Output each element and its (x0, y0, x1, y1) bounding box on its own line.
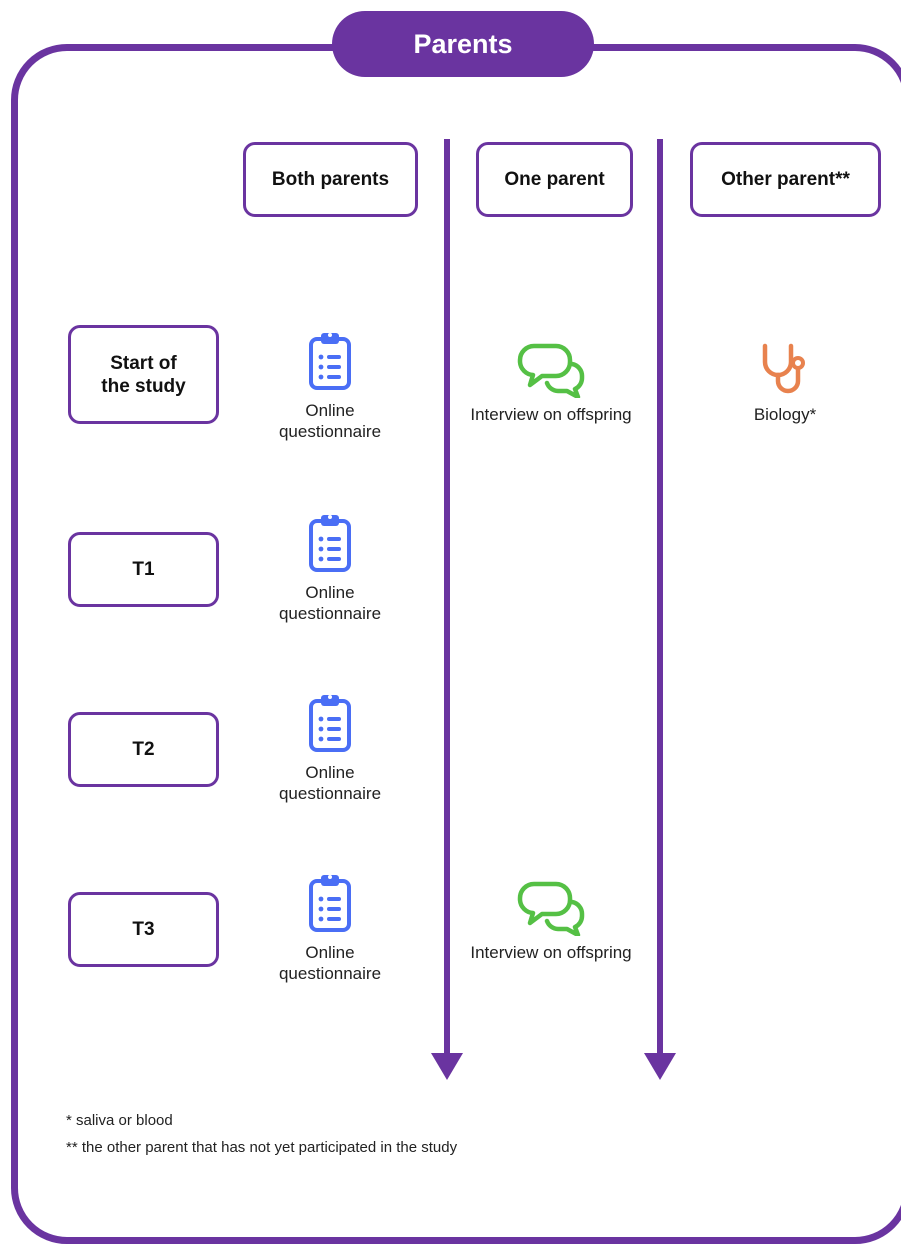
questionnaire-label: questionnaire (278, 422, 382, 441)
clipboard-icon (305, 512, 355, 574)
interview-t3: Interview on offspring (455, 880, 647, 963)
interview-label: Interview on offspring (470, 405, 632, 424)
row-header-start: Start of the study (68, 325, 219, 424)
chat-bubbles-icon (516, 342, 586, 398)
timeline-arrowhead-one-parent (644, 1053, 676, 1080)
clipboard-icon (305, 692, 355, 754)
stethoscope-icon (755, 342, 815, 398)
biology-label: Biology* (753, 405, 817, 424)
questionnaire-label: Online (305, 943, 355, 962)
questionnaire-label: Online (305, 763, 355, 782)
column-header-label: One parent (504, 168, 605, 190)
questionnaire-label: questionnaire (278, 604, 382, 623)
row-header-t1: T1 (68, 532, 219, 607)
row-header-t3: T3 (68, 892, 219, 967)
row-header-label: T2 (132, 739, 155, 760)
row-header-label: T1 (132, 559, 155, 580)
clipboard-icon (305, 872, 355, 934)
timeline-axis-one-parent (657, 139, 663, 1059)
footnote-saliva: * saliva or blood (66, 1112, 173, 1129)
row-header-label: T3 (132, 919, 155, 940)
questionnaire-label: Online (305, 583, 355, 602)
column-header-label: Both parents (271, 168, 390, 190)
questionnaire-t1: Online questionnaire (270, 512, 390, 624)
column-header-other-parent: Other parent** (690, 142, 881, 217)
questionnaire-label: questionnaire (278, 964, 382, 983)
row-header-label: the study (101, 375, 186, 397)
timeline-arrowhead-both-parents (431, 1053, 463, 1080)
clipboard-icon (305, 330, 355, 392)
row-header-label: Start of (110, 352, 177, 374)
chat-bubbles-icon (516, 880, 586, 936)
biology-start: Biology* (735, 342, 835, 425)
questionnaire-start: Online questionnaire (270, 330, 390, 442)
title-pill: Parents (332, 11, 594, 77)
interview-label: Interview on offspring (470, 943, 632, 962)
interview-start: Interview on offspring (455, 342, 647, 425)
column-header-both-parents: Both parents (243, 142, 418, 217)
questionnaire-label: Online (305, 401, 355, 420)
questionnaire-t2: Online questionnaire (270, 692, 390, 804)
timeline-axis-both-parents (444, 139, 450, 1059)
questionnaire-t3: Online questionnaire (270, 872, 390, 984)
questionnaire-label: questionnaire (278, 784, 382, 803)
row-header-t2: T2 (68, 712, 219, 787)
column-header-one-parent: One parent (476, 142, 633, 217)
footnote-other-parent: ** the other parent that has not yet par… (66, 1139, 458, 1156)
column-header-label: Other parent** (721, 168, 850, 190)
